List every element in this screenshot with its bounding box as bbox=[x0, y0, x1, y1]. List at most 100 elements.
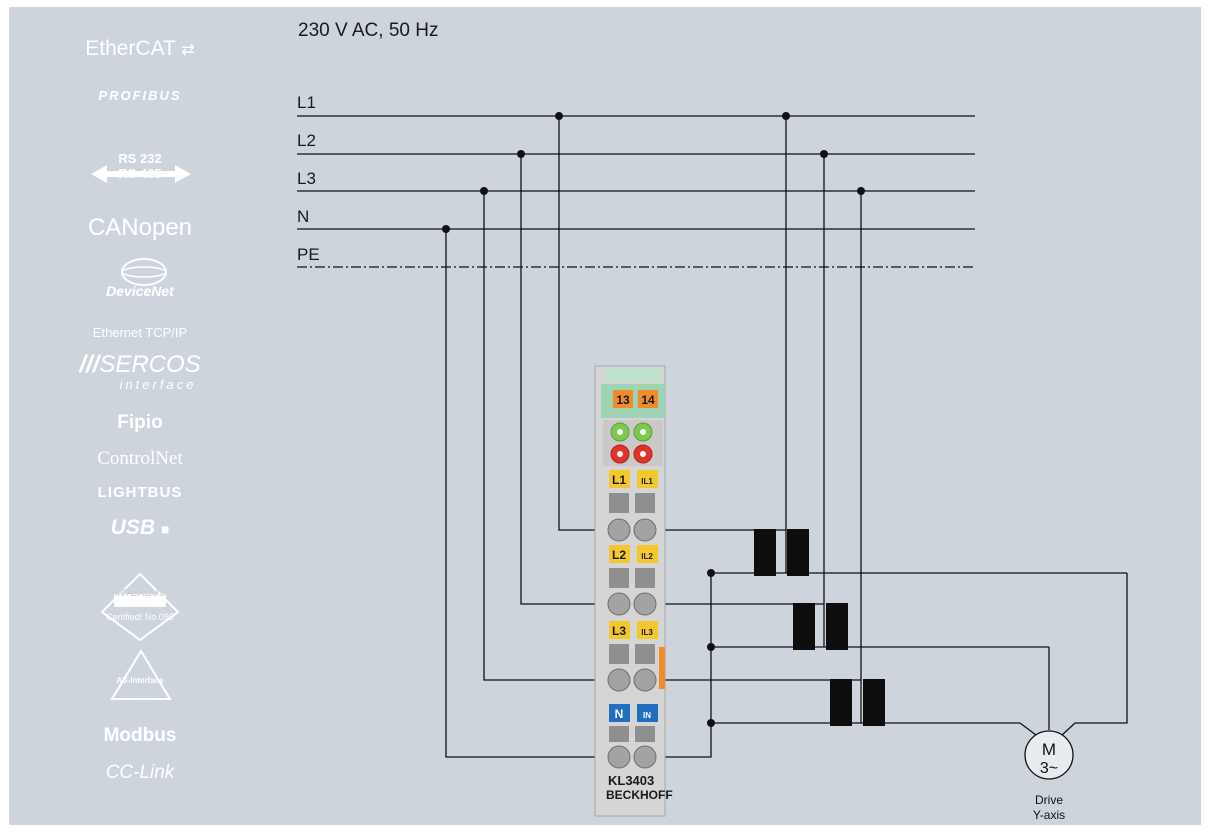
phase-n-main-box bbox=[609, 704, 630, 722]
ethernet-logo-text: Ethernet TCP/IP bbox=[92, 325, 188, 340]
sercos-logo-text: SERCOS bbox=[99, 351, 201, 378]
bus-label-n: N bbox=[297, 207, 309, 226]
ct2-core-left bbox=[793, 603, 815, 650]
asi-triangle-icon bbox=[110, 649, 172, 700]
phase-l1-slot-2 bbox=[635, 493, 655, 513]
junction-l1-b bbox=[782, 112, 790, 120]
phase-n-slot-1 bbox=[609, 726, 629, 742]
motor-phases: 3~ bbox=[1040, 760, 1058, 777]
motor-caption-line1: Drive bbox=[1035, 793, 1063, 807]
motor-circle bbox=[1024, 730, 1074, 780]
ct2-core-right bbox=[826, 603, 848, 650]
canopen-logo: CANopen bbox=[9, 214, 271, 242]
supply-voltage-title: 230 V AC, 50 Hz bbox=[298, 20, 439, 41]
led-green-1-highlight bbox=[617, 429, 623, 435]
terminal-model-label: KL3403 bbox=[608, 773, 654, 788]
phase-l1-screw-1 bbox=[607, 518, 631, 542]
fipio-logo-text: Fipio bbox=[117, 412, 163, 433]
interbus-logo-text: INTERBUS bbox=[114, 588, 166, 599]
profibus-logo-text: PROFIBUS bbox=[98, 88, 182, 103]
devicenet-globe-icon bbox=[121, 258, 167, 286]
wires bbox=[445, 116, 1128, 758]
junction-common-1 bbox=[707, 569, 715, 577]
motor-symbol: M bbox=[1042, 740, 1056, 759]
junction-common-2 bbox=[707, 643, 715, 651]
phase-l2-screw-1 bbox=[607, 592, 631, 616]
rs-double-arrow-icon bbox=[91, 165, 191, 183]
motor: M 3~ Drive Y-axis bbox=[1024, 730, 1074, 822]
lightbus-logo: LIGHTBUS bbox=[9, 484, 271, 501]
junction-l2-a bbox=[517, 150, 525, 158]
phase-l3-slot-2 bbox=[635, 644, 655, 664]
phase-n-main-label: N bbox=[615, 707, 624, 721]
devicenet-logo: DeviceNet bbox=[9, 283, 271, 299]
phase-n-slot-2 bbox=[635, 726, 655, 742]
controlnet-logo: ControlNet bbox=[9, 448, 271, 470]
phase-n-screw-1 bbox=[607, 745, 631, 769]
phase-l2-slot-2 bbox=[635, 568, 655, 588]
profibus-logo: PROFIBUS bbox=[9, 88, 271, 103]
phase-l2-slot-1 bbox=[609, 568, 629, 588]
wire-motor-phase1 bbox=[1061, 573, 1128, 736]
ct3-core-right bbox=[863, 679, 885, 726]
wire-l2-to-terminal bbox=[520, 154, 610, 605]
rs232-text: RS 232 bbox=[118, 151, 162, 166]
phase-n-sub-box bbox=[637, 704, 658, 722]
led-red-1-highlight bbox=[617, 451, 623, 457]
phase-l2-sub-box bbox=[637, 545, 658, 563]
junction-l2-b bbox=[820, 150, 828, 158]
modbus-logo-text: Modbus bbox=[103, 725, 177, 746]
phase-l3-slot-1 bbox=[609, 644, 629, 664]
lightbus-logo-text: LIGHTBUS bbox=[97, 484, 183, 501]
phase-l1-slot-1 bbox=[609, 493, 629, 513]
terminal-14-label: 14 bbox=[641, 393, 655, 407]
phase-l3-screw-1 bbox=[607, 668, 631, 692]
interbus-logo: INTERBUS bbox=[9, 588, 271, 599]
phase-l3-sub-label: IL3 bbox=[641, 628, 653, 637]
ethercat-logo: EtherCAT ⇄ bbox=[9, 37, 271, 61]
sercos-bars-icon: /// bbox=[79, 351, 100, 378]
modbus-logo: Modbus bbox=[9, 725, 271, 747]
phase-l1-sub-box bbox=[637, 470, 658, 488]
interbus-certified-text: Certified! No.099 bbox=[106, 612, 174, 622]
motor-caption-line2: Y-axis bbox=[1033, 808, 1065, 822]
fipio-logo: Fipio bbox=[9, 412, 271, 434]
ethercat-arrows-icon: ⇄ bbox=[181, 42, 195, 59]
phase-n-sub-label: IN bbox=[643, 711, 651, 720]
phase-l2-main-box bbox=[609, 545, 630, 563]
phase-l3-main-box bbox=[609, 621, 630, 639]
junction-l3-a bbox=[480, 187, 488, 195]
sercos-logo: ///SERCOS interface bbox=[9, 351, 271, 393]
devicenet-logo-text: DeviceNet bbox=[106, 283, 174, 299]
bus-label-l3: L3 bbox=[297, 169, 316, 188]
bus-lines bbox=[297, 115, 975, 268]
sercos-subtext: interface bbox=[119, 377, 197, 392]
wire-motor-phase3 bbox=[1019, 722, 1037, 736]
current-transformers bbox=[754, 529, 885, 726]
terminal-13-box bbox=[613, 390, 633, 408]
cclink-logo: CC-Link bbox=[9, 762, 271, 784]
phase-n-screw-2 bbox=[633, 745, 657, 769]
usb-plug-icon: ■ bbox=[160, 521, 170, 537]
phase-l2-sub-label: IL2 bbox=[641, 552, 653, 561]
phase-l2-screw-2 bbox=[633, 592, 657, 616]
ct3-core-left bbox=[830, 679, 852, 726]
asi-logo-text: AS-Interface bbox=[116, 676, 164, 685]
phase-l2-main-label: L2 bbox=[612, 548, 626, 562]
canopen-logo-text: CANopen bbox=[87, 214, 193, 241]
usb-logo-text: USB bbox=[110, 516, 156, 539]
junction-l1-a bbox=[555, 112, 563, 120]
junction-common-3 bbox=[707, 719, 715, 727]
terminal-13-label: 13 bbox=[616, 393, 630, 407]
wire-l3-to-terminal bbox=[483, 191, 610, 681]
bus-label-l2: L2 bbox=[297, 131, 316, 150]
junction-n bbox=[442, 225, 450, 233]
wire-l1-to-terminal bbox=[558, 116, 610, 531]
led-green-2-highlight bbox=[640, 429, 646, 435]
phase-l3-main-label: L3 bbox=[612, 624, 626, 638]
phase-l1-screw-2 bbox=[633, 518, 657, 542]
controlnet-logo-text: ControlNet bbox=[97, 448, 183, 469]
phase-l1-main-label: L1 bbox=[612, 473, 626, 487]
